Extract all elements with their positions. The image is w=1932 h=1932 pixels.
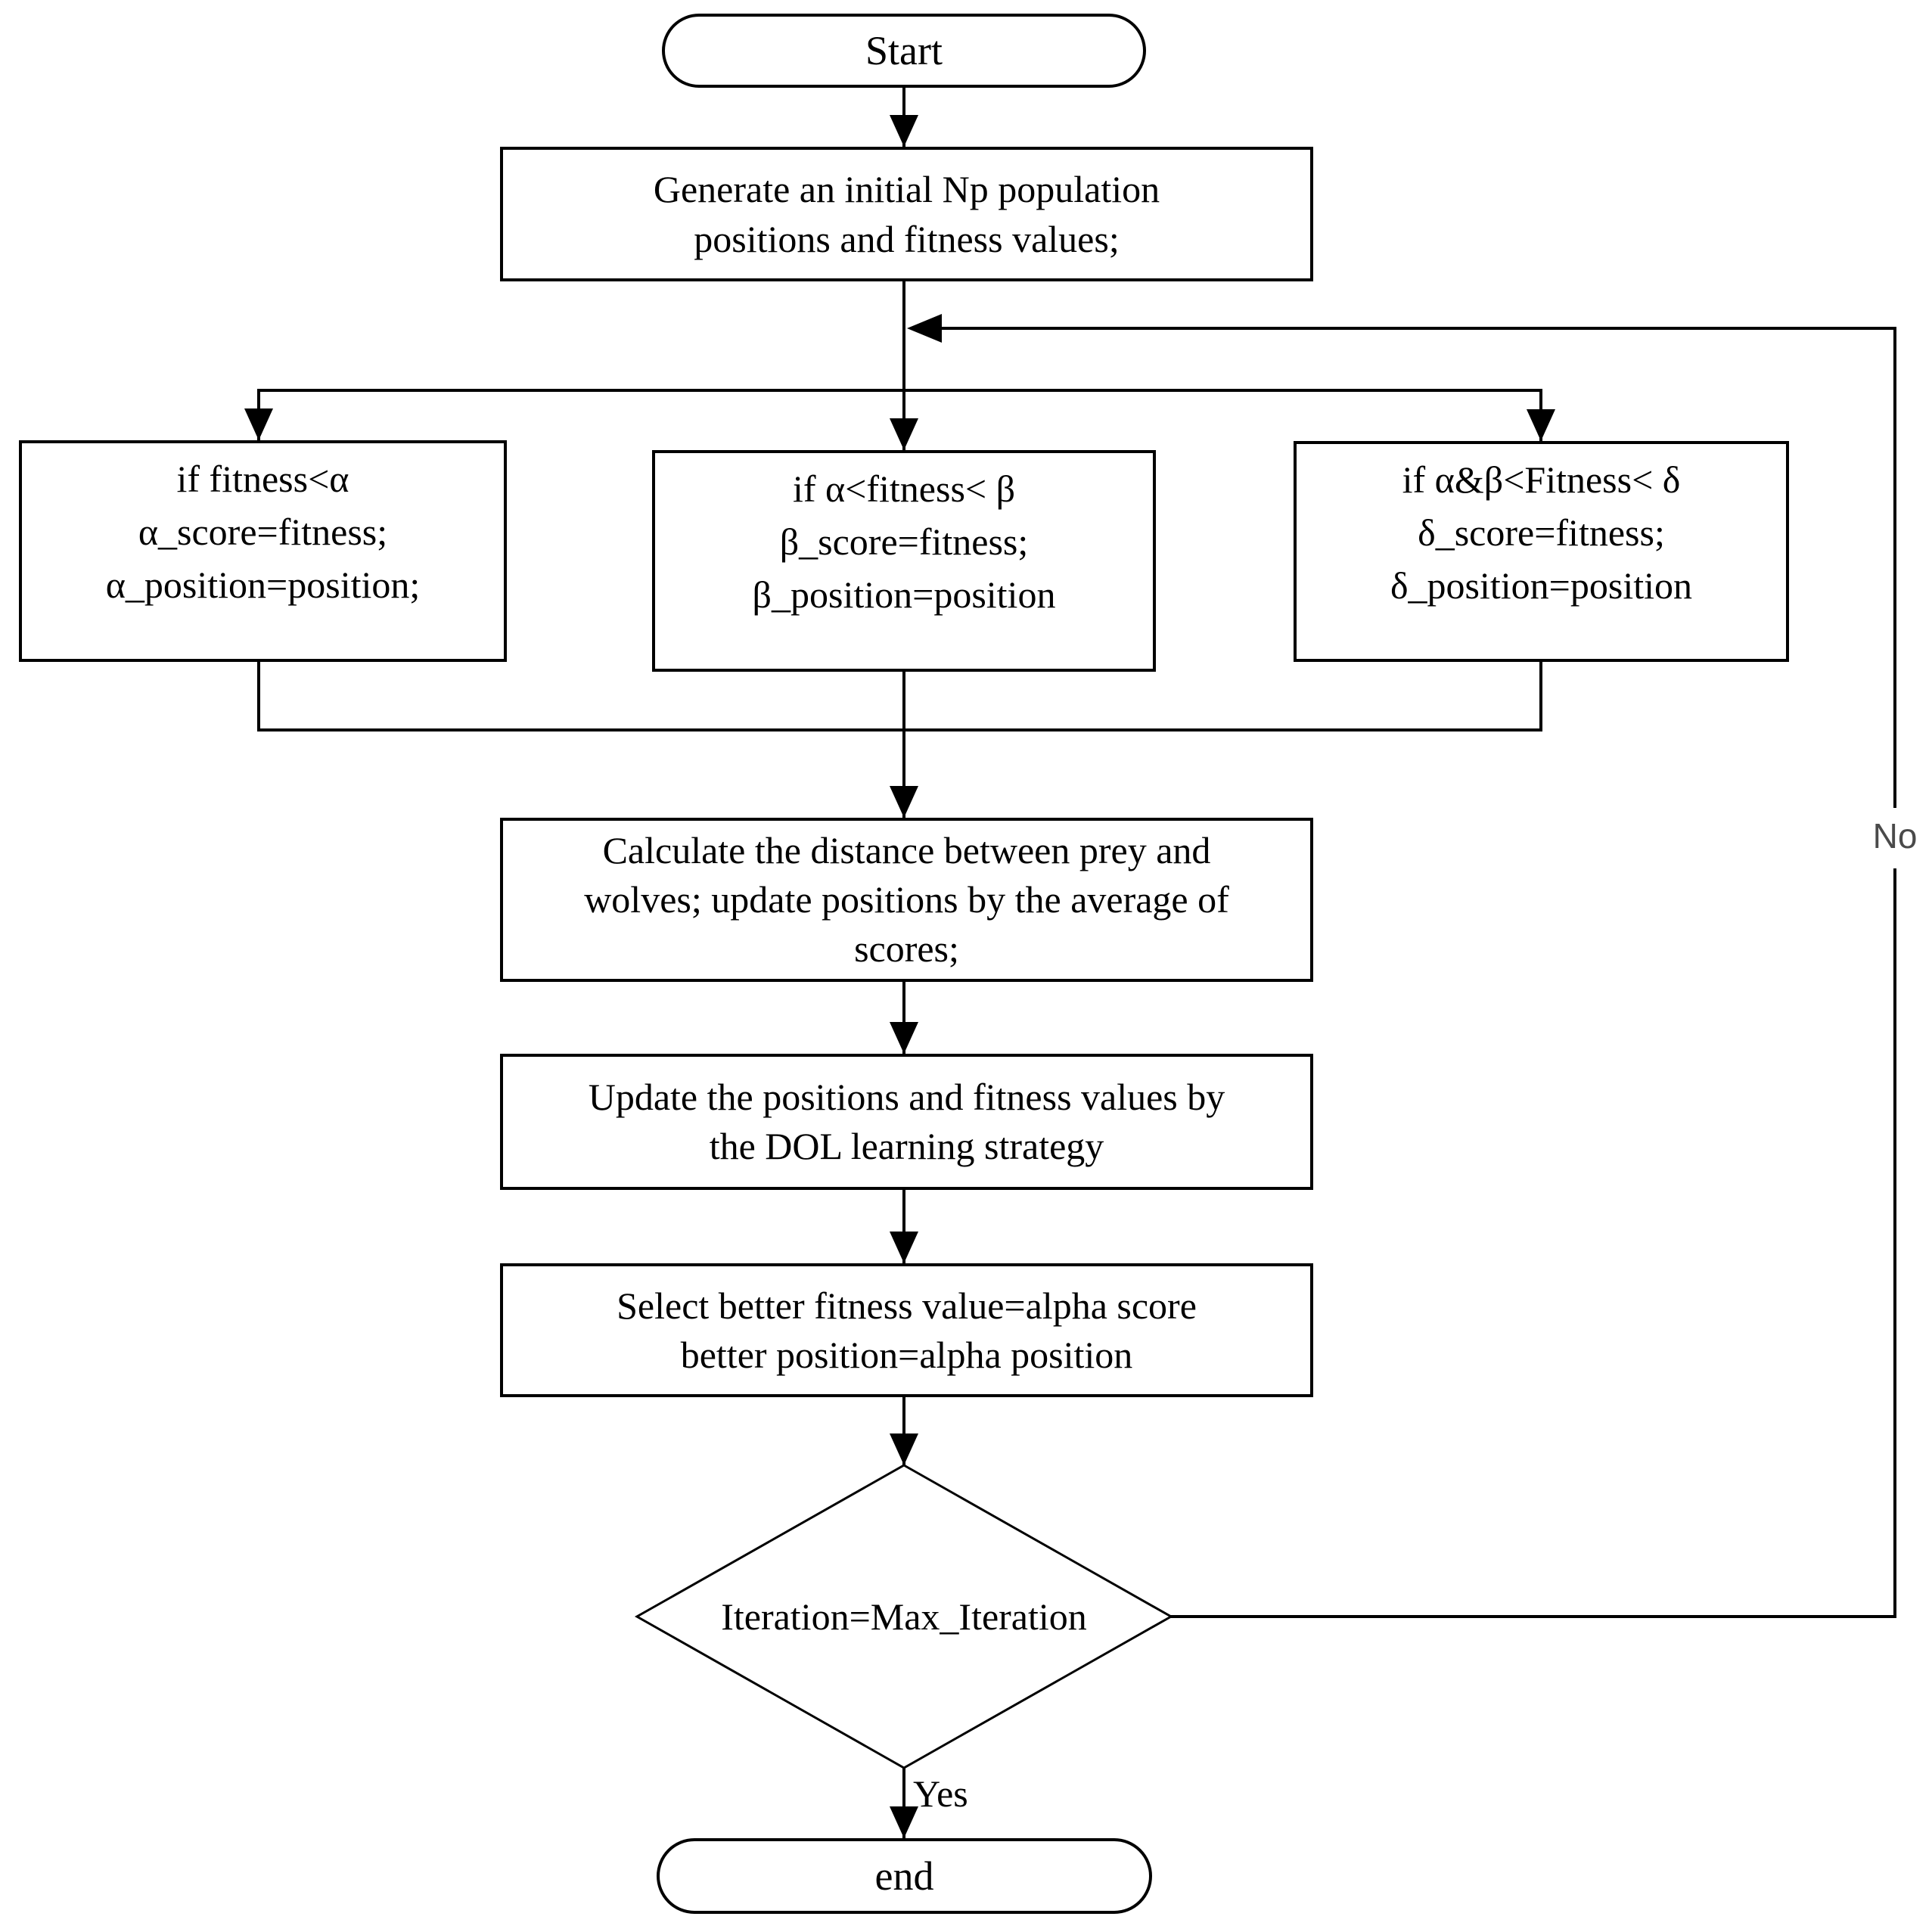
arrowhead-down-icon — [890, 1806, 918, 1838]
node-decision-label: Iteration=Max_Iteration — [639, 1590, 1169, 1643]
arrowhead-down-icon — [890, 418, 918, 450]
node-decision-text: Iteration=Max_Iteration — [721, 1595, 1087, 1638]
node-select-best-label: Select better fitness value=alpha score … — [617, 1284, 1197, 1376]
arrowhead-down-icon — [244, 408, 273, 440]
node-decision-diamond — [634, 1464, 1174, 1769]
node-calculate-distance: Calculate the distance between prey and … — [500, 818, 1313, 982]
node-alpha-update-label: if fitness<α α_score=fitness; α_position… — [105, 458, 421, 606]
node-select-best: Select better fitness value=alpha score … — [500, 1263, 1313, 1397]
node-dol-update-label: Update the positions and fitness values … — [588, 1076, 1225, 1167]
arrowhead-down-icon — [890, 1433, 918, 1465]
node-alpha-update: if fitness<α α_score=fitness; α_position… — [19, 440, 507, 662]
node-generate-population: Generate an initial Np population positi… — [500, 147, 1313, 281]
arrowhead-left-icon — [907, 314, 942, 343]
node-end-label: end — [874, 1853, 934, 1899]
arrowhead-down-icon — [890, 115, 918, 147]
edge-beta-to-calculate — [890, 670, 918, 818]
edge-branch-to-alpha — [244, 389, 273, 440]
arrowhead-down-icon — [890, 786, 918, 818]
node-calculate-distance-label: Calculate the distance between prey and … — [584, 829, 1229, 970]
node-generate-population-label: Generate an initial Np population positi… — [653, 168, 1160, 260]
node-beta-update-label: if α<fitness< β β_score=fitness; β_posit… — [752, 467, 1056, 616]
node-end: end — [657, 1838, 1152, 1914]
node-delta-update: if α&β<Fitness< δ δ_score=fitness; δ_pos… — [1294, 441, 1789, 662]
node-delta-update-label: if α&β<Fitness< δ δ_score=fitness; δ_pos… — [1390, 458, 1693, 607]
edge-generate-to-beta — [890, 280, 918, 450]
arrowhead-down-icon — [890, 1232, 918, 1263]
edge-label-yes: Yes — [913, 1772, 968, 1815]
edge-decision-to-end-yes — [890, 1766, 918, 1838]
edge-update-to-select — [890, 1188, 918, 1263]
arrowhead-down-icon — [890, 1022, 918, 1054]
edge-label-no: No — [1862, 815, 1928, 856]
node-start-label: Start — [865, 27, 943, 73]
edge-start-to-generate — [890, 86, 918, 147]
node-start: Start — [662, 14, 1146, 88]
edge-loop-return — [907, 314, 1896, 343]
edge-branch-to-delta — [1527, 389, 1555, 441]
edge-calculate-to-update — [890, 980, 918, 1054]
node-beta-update: if α<fitness< β β_score=fitness; β_posit… — [652, 450, 1156, 672]
arrowhead-down-icon — [1527, 409, 1555, 441]
node-dol-update: Update the positions and fitness values … — [500, 1054, 1313, 1190]
edge-select-to-decision — [890, 1396, 918, 1465]
